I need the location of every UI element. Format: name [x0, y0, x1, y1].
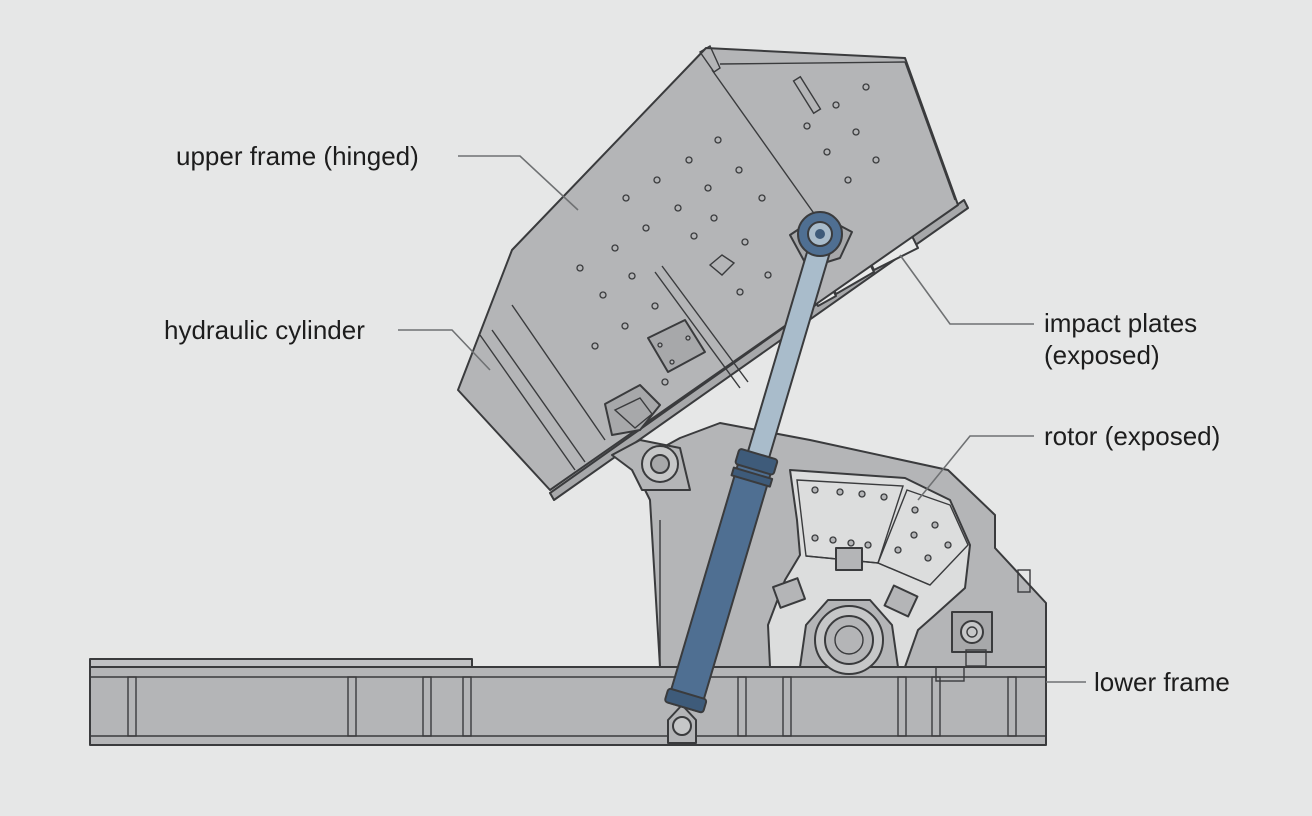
hydraulic-cylinder [664, 211, 843, 744]
rotor-rivets [811, 486, 952, 562]
leader-impact-plates [899, 254, 1034, 325]
label-upper-frame: upper frame (hinged) [176, 141, 419, 171]
leader-lines [398, 155, 1086, 683]
upper-frame-bolts [576, 83, 880, 386]
hinge [611, 439, 691, 491]
leader-hydraulic-cylinder [398, 329, 491, 371]
label-impact-plates-line2: (exposed) [1044, 340, 1160, 370]
lower-frame [89, 658, 1047, 746]
label-lower-frame: lower frame [1094, 667, 1230, 697]
label-hydraulic-cylinder: hydraulic cylinder [164, 315, 365, 345]
rotor [767, 469, 971, 675]
label-rotor: rotor (exposed) [1044, 421, 1221, 451]
label-impact-plates-line1: impact plates [1044, 308, 1198, 338]
leader-rotor [917, 435, 1034, 501]
leader-upper-frame [458, 155, 579, 211]
label-impact-plates: impact plates (exposed) [1044, 307, 1197, 371]
upper-frame [457, 44, 969, 501]
